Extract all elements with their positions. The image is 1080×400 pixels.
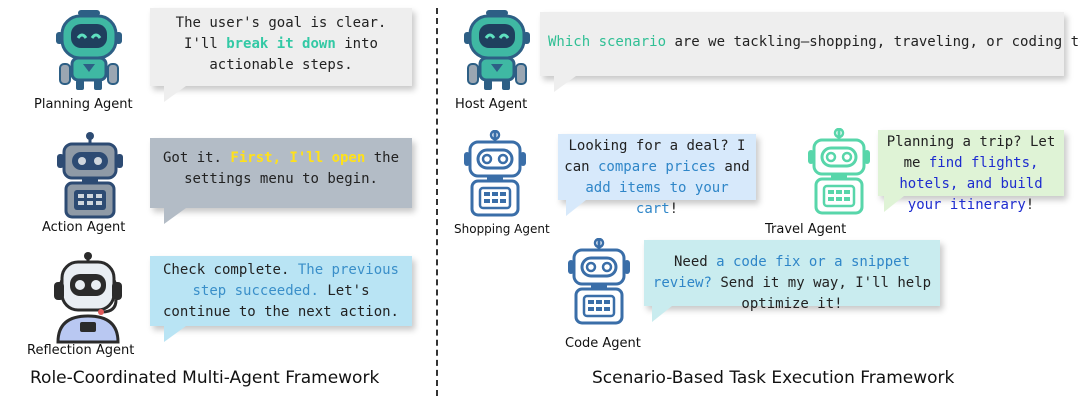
travel-robot-icon [808, 128, 870, 215]
shopping-agent-label: Shopping Agent [454, 222, 550, 236]
code-agent-label: Code Agent [565, 336, 641, 351]
planning-speech-bubble: The user's goal is clear. I'll break it … [150, 8, 412, 102]
planning-robot-icon [56, 10, 122, 90]
host-agent-label: Host Agent [455, 97, 528, 112]
travel-agent-label: Travel Agent [765, 222, 847, 237]
host-robot-icon [464, 10, 530, 90]
action-agent-label: Action Agent [42, 220, 126, 235]
planning-agent-label: Planning Agent [34, 97, 133, 112]
reflection-robot-icon [54, 252, 122, 344]
shopping-speech-bubble: Looking for a deal? I can compare prices… [558, 134, 756, 217]
shopping-robot-icon [464, 130, 526, 217]
right-framework-caption: Scenario-Based Task Execution Framework [592, 368, 955, 388]
reflection-agent-label: Reflection Agent [27, 343, 135, 358]
action-speech-bubble: Got it. First, I'll open the settings me… [150, 138, 412, 224]
code-speech-bubble: Need a code fix or a snippet review? Sen… [644, 240, 940, 322]
framework-divider [436, 8, 438, 396]
action-robot-icon [57, 132, 123, 219]
host-speech-bubble: Which scenario are we tackling—shopping,… [540, 12, 1080, 92]
left-framework-caption: Role-Coordinated Multi-Agent Framework [30, 368, 380, 388]
travel-speech-bubble: Planning a trip? Let me find flights, ho… [878, 130, 1064, 213]
code-robot-icon [568, 238, 630, 325]
reflection-speech-bubble: Check complete. The previous step succee… [150, 256, 412, 342]
